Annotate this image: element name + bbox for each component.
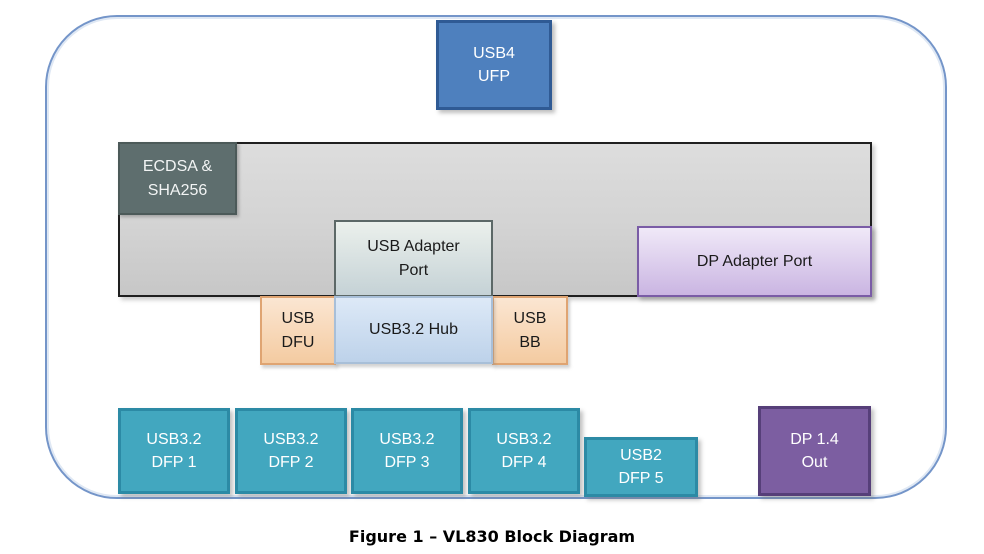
block-usb-adapter-port: USB Adapter Port [334, 220, 493, 297]
block-usb2-dfp5-label: USB2 DFP 5 [618, 446, 664, 487]
block-usb2-dfp5: USB2 DFP 5 [584, 437, 698, 497]
block-ecdsa-sha256-label: ECDSA & SHA256 [142, 158, 213, 199]
block-usb-dfu: USB DFU [260, 296, 336, 365]
figure-caption: Figure 1 – VL830 Block Diagram [348, 527, 636, 546]
block-usb32-dfp4: USB3.2 DFP 4 [468, 408, 580, 494]
block-usb32-dfp3-label: USB3.2 DFP 3 [379, 430, 435, 471]
block-usb-bb: USB BB [492, 296, 568, 365]
block-dp-adapter-port: DP Adapter Port [637, 226, 872, 297]
block-usb32-dfp3: USB3.2 DFP 3 [351, 408, 463, 494]
block-dp14-out-label: DP 1.4 Out [790, 430, 839, 471]
block-usb4-ufp: USB4 UFP [436, 20, 552, 110]
block-ecdsa-sha256: ECDSA & SHA256 [118, 142, 237, 215]
block-usb32-hub: USB3.2 Hub [334, 296, 493, 364]
block-usb-dfu-label: USB DFU [281, 310, 315, 351]
block-usb4-ufp-label: USB4 UFP [473, 44, 515, 85]
block-dp-adapter-port-label: DP Adapter Port [696, 252, 813, 270]
block-dp14-out: DP 1.4 Out [758, 406, 871, 496]
block-usb-bb-label: USB BB [513, 310, 547, 351]
block-usb32-dfp1: USB3.2 DFP 1 [118, 408, 230, 494]
chip-boundary-outline [45, 15, 947, 499]
block-usb32-hub-label: USB3.2 Hub [369, 321, 458, 339]
block-usb32-dfp4-label: USB3.2 DFP 4 [496, 430, 552, 471]
block-usb32-dfp2: USB3.2 DFP 2 [235, 408, 347, 494]
block-usb-adapter-port-label: USB Adapter Port [367, 238, 460, 279]
block-usb32-dfp2-label: USB3.2 DFP 2 [263, 430, 319, 471]
block-usb32-dfp1-label: USB3.2 DFP 1 [146, 430, 202, 471]
